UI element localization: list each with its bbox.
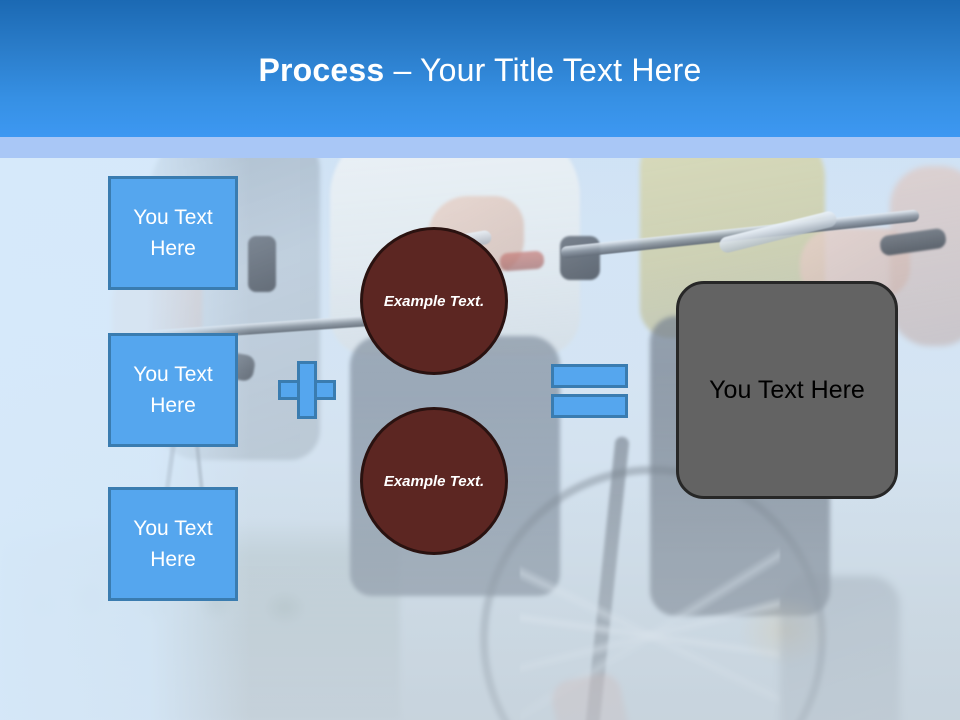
process-circle-2-label: Example Text. xyxy=(383,472,485,490)
slide-header-bar: Process – Your Title Text Here xyxy=(0,0,960,137)
plus-icon xyxy=(278,361,336,419)
page-title-strong: Process xyxy=(258,52,385,88)
process-circle-1-label: Example Text. xyxy=(383,292,485,310)
input-box-2[interactable]: You Text Here xyxy=(108,333,238,447)
process-circle-2[interactable]: Example Text. xyxy=(360,407,508,555)
equals-icon-bottom-bar xyxy=(551,394,628,418)
input-box-3-label: You Text Here xyxy=(133,517,213,571)
equals-icon xyxy=(551,364,628,418)
photo-handlebar-stem-left xyxy=(248,236,276,292)
input-box-1[interactable]: You Text Here xyxy=(108,176,238,290)
result-box[interactable]: You Text Here xyxy=(676,281,898,499)
photo-bike-frame xyxy=(780,576,900,720)
photo-grip-red xyxy=(499,250,545,272)
input-box-2-label: You Text Here xyxy=(133,363,213,417)
process-circle-1[interactable]: Example Text. xyxy=(360,227,508,375)
result-box-label: You Text Here xyxy=(709,375,865,404)
input-box-1-label: You Text Here xyxy=(133,206,213,260)
header-accent-band xyxy=(0,137,960,158)
equals-icon-top-bar xyxy=(551,364,628,388)
input-box-3[interactable]: You Text Here xyxy=(108,487,238,601)
page-title: Process – Your Title Text Here xyxy=(0,50,960,90)
page-title-light: – Your Title Text Here xyxy=(384,52,702,88)
plus-icon-center-fill xyxy=(300,383,314,397)
photo-rider-far-right-arm xyxy=(890,166,960,346)
